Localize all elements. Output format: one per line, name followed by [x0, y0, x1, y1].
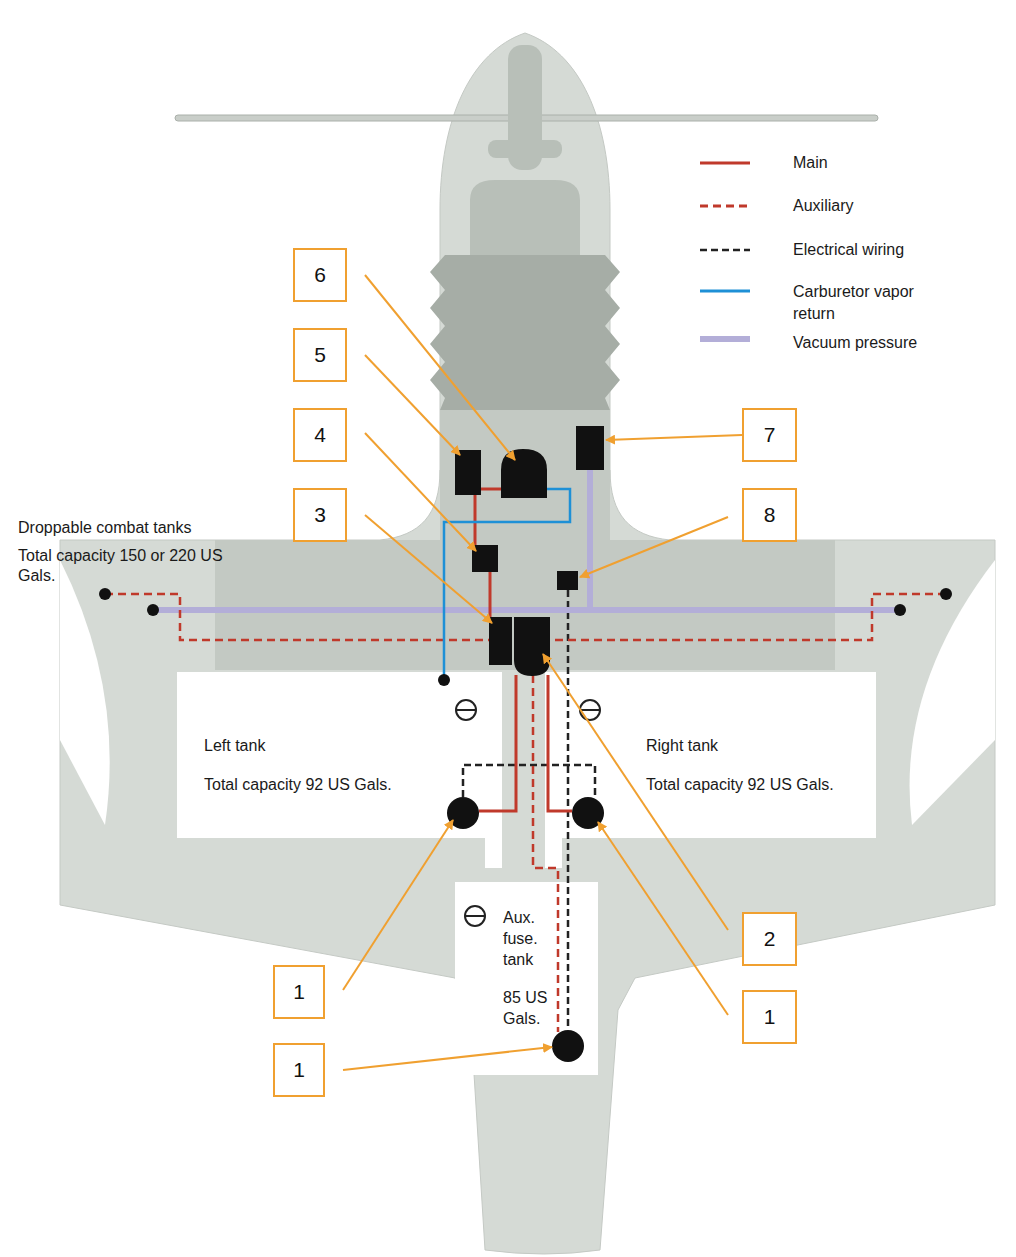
callout-number: 7	[764, 423, 776, 447]
aux-tank-shape	[455, 882, 598, 1075]
tank-name: Aux. fuse. tank	[503, 907, 553, 970]
vapor-return-line	[444, 489, 570, 680]
callout-number: 8	[764, 503, 776, 527]
engine-part	[470, 180, 580, 255]
main-line	[481, 488, 501, 491]
tank-connector	[99, 588, 111, 600]
callout-number: 5	[314, 343, 326, 367]
fuel-tank-area: Left tankTotal capacity 92 US Gals.	[177, 672, 500, 838]
legend-sample	[700, 290, 750, 293]
callout-box: 1	[273, 965, 325, 1019]
callout-box: 7	[742, 408, 797, 462]
booster-pump	[552, 1030, 584, 1062]
legend-text: Electrical wiring	[793, 240, 904, 260]
tank-capacity: Total capacity 92 US Gals.	[646, 775, 834, 795]
callout-box: 6	[293, 248, 347, 302]
tank-capacity: Total capacity 92 US Gals.	[204, 775, 392, 795]
left-tank-shape	[177, 672, 502, 868]
auxiliary-line	[105, 594, 489, 640]
callout-box: 2	[742, 912, 797, 966]
filler-cap-bar	[581, 709, 599, 711]
legend-text: Carburetor vapor return	[793, 281, 943, 325]
fuel-component	[455, 450, 481, 495]
leader-line	[606, 435, 742, 440]
filler-cap-bar	[457, 709, 475, 711]
filler-cap	[456, 700, 476, 720]
leader-line	[365, 515, 492, 623]
callout-number: 2	[764, 927, 776, 951]
legend-text: Main	[793, 153, 828, 173]
callout-number: 4	[314, 423, 326, 447]
callout-box: 1	[273, 1043, 325, 1097]
fuel-tank-area: Right tankTotal capacity 92 US Gals.	[545, 672, 876, 838]
electrical-wiring	[463, 765, 595, 797]
wing-tip	[910, 560, 995, 825]
main-line	[474, 495, 477, 545]
tank-connector	[147, 604, 159, 616]
callout-box: 4	[293, 408, 347, 462]
filler-cap-bar	[466, 915, 484, 917]
callout-number: 3	[314, 503, 326, 527]
vacuum-line	[153, 607, 900, 613]
callout-box: 1	[742, 990, 797, 1044]
legend-text: Auxiliary	[793, 196, 853, 216]
main-line	[479, 675, 516, 811]
booster-pump	[447, 797, 479, 829]
engine-cowling	[430, 255, 620, 410]
callout-box: 5	[293, 328, 347, 382]
legend-sample	[700, 205, 750, 208]
filler-cap	[580, 700, 600, 720]
engine-bay	[440, 410, 610, 540]
callout-box: 8	[742, 488, 797, 542]
airframe	[60, 470, 995, 1254]
vapor-outlet	[438, 674, 450, 686]
leader-line	[598, 822, 728, 1015]
engine-part	[488, 140, 562, 158]
leader-line	[343, 1047, 552, 1070]
fuel-component	[472, 545, 498, 572]
tank-connector	[894, 604, 906, 616]
tank-name: Left tank	[204, 736, 265, 756]
drop-tank-capacity: Total capacity 150 or 220 US Gals.	[18, 546, 243, 586]
leader-line	[365, 355, 460, 455]
fuel-component	[576, 426, 604, 470]
auxiliary-line	[533, 675, 558, 1032]
fuel-component	[489, 617, 512, 665]
auxiliary-line	[550, 594, 946, 640]
callout-number: 1	[293, 1058, 305, 1082]
fuel-component	[557, 571, 578, 590]
tank-connector	[940, 588, 952, 600]
legend-text: Vacuum pressure	[793, 333, 917, 353]
vacuum-line	[587, 470, 593, 610]
carburetor	[501, 449, 547, 498]
legend-sample	[700, 336, 750, 342]
tank-capacity: 85 US Gals.	[503, 987, 553, 1029]
callout-number: 1	[293, 980, 305, 1004]
filler-cap	[465, 906, 485, 926]
callout-box: 3	[293, 488, 347, 542]
legend-sample	[700, 162, 750, 165]
leader-line	[580, 517, 728, 577]
leader-line	[365, 433, 476, 551]
main-line	[489, 572, 492, 617]
leader-line	[343, 820, 453, 990]
main-line	[548, 675, 572, 811]
callout-number: 1	[764, 1005, 776, 1029]
callout-number: 6	[314, 263, 326, 287]
wing-tip	[60, 560, 110, 825]
drop-tank-label: Droppable combat tanks	[18, 518, 191, 538]
selector-valve	[514, 617, 550, 676]
fuel-tank-area: Aux. fuse. tank 85 US Gals.	[455, 882, 598, 1075]
leader-line	[365, 275, 515, 460]
legend-sample	[700, 249, 750, 252]
tank-name: Right tank	[646, 736, 718, 756]
